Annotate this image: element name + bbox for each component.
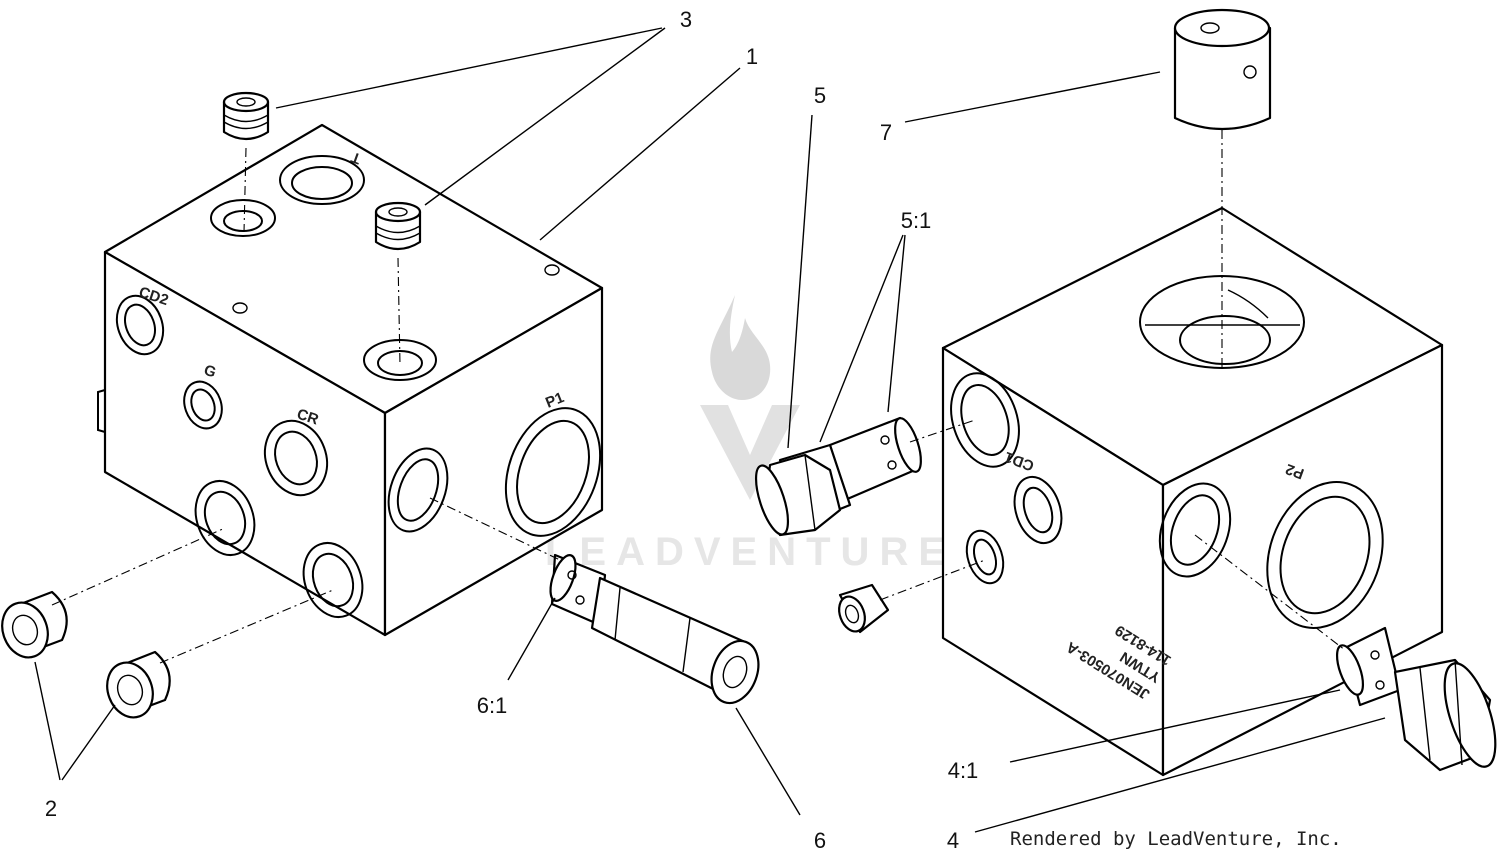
lower-port-left-outer [194,480,256,556]
port-t-outer [279,155,365,205]
right-block-port-upper-outer [950,372,1020,468]
right-block-port-lower-outer [965,529,1005,585]
port-p2-inner [1279,495,1371,615]
port-p1-outer [504,407,602,537]
right-port-small-inner [396,458,440,522]
cartridge-valve-4 [1335,626,1497,772]
callout-5: 5 [814,83,826,108]
top-hole-1 [544,264,560,276]
port-cd1-outer [1013,475,1063,545]
right-block-port-mid-inner [1169,494,1221,566]
port-g-outer [183,380,223,430]
right-block-port-lower-inner [972,538,998,576]
port-p2-outer [1266,481,1384,629]
top-port-left-outer [210,199,276,237]
plug-3-upper [222,91,270,141]
top-bore-inner [1179,315,1271,365]
label-g: G [202,362,218,382]
callout-6: 6 [814,828,826,853]
top-port-left-inner [223,210,263,232]
callout-1: 1 [746,44,758,69]
port-cd2-outer [115,294,165,356]
cartridge-valve-5 [754,416,922,537]
port-cr-outer [263,419,329,497]
watermark: LEADVENTURE [545,295,955,574]
lower-port-left-inner [203,490,247,546]
label-p2: P2 [1283,460,1306,482]
right-block-port-mid-outer [1158,482,1232,578]
cartridge-valve-6 [549,553,760,705]
callout-2: 2 [45,796,57,821]
top-port-right-inner [377,350,423,376]
callout-3: 3 [680,7,692,32]
assembly-axis-lines [51,130,1346,664]
right-block-port-upper-inner [960,384,1010,456]
top-hole-2 [232,302,248,314]
right-port-small-outer [387,447,449,533]
callout-5-1: 5:1 [901,208,932,233]
plug-2-lower [106,650,171,719]
label-p1: P1 [543,389,566,412]
part-7-sleeve [1173,8,1272,131]
left-block-right-face [383,286,604,637]
flame-icon [710,295,771,400]
port-cd2-inner [124,303,156,347]
plug-2-upper [1,590,68,659]
callout-labels: 3 1 5 7 5:1 2 6:1 6 4:1 4 [45,7,978,853]
port-t-inner [291,166,353,200]
leader-lines [34,27,1386,833]
left-manifold-block: CD2 G CR P1 T [97,123,604,637]
left-block-side-stub [97,389,106,433]
callout-4-1: 4:1 [948,758,979,783]
callout-6-1: 6:1 [477,693,508,718]
callout-4: 4 [947,828,959,853]
chevron-logo-icon [700,405,800,500]
watermark-text: LEADVENTURE [545,530,955,574]
label-cr: CR [295,406,321,429]
port-cd1-inner [1022,486,1054,534]
plug-small-right [838,583,890,634]
callout-7: 7 [880,120,892,145]
port-p1-inner [516,419,590,525]
credit-text: Rendered by LeadVenture, Inc. [1010,828,1342,850]
port-cr-inner [274,430,318,486]
port-g-inner [190,388,216,422]
plug-3-lower [374,201,422,251]
lower-port-right-inner [311,552,355,608]
lower-port-right-outer [302,542,364,618]
